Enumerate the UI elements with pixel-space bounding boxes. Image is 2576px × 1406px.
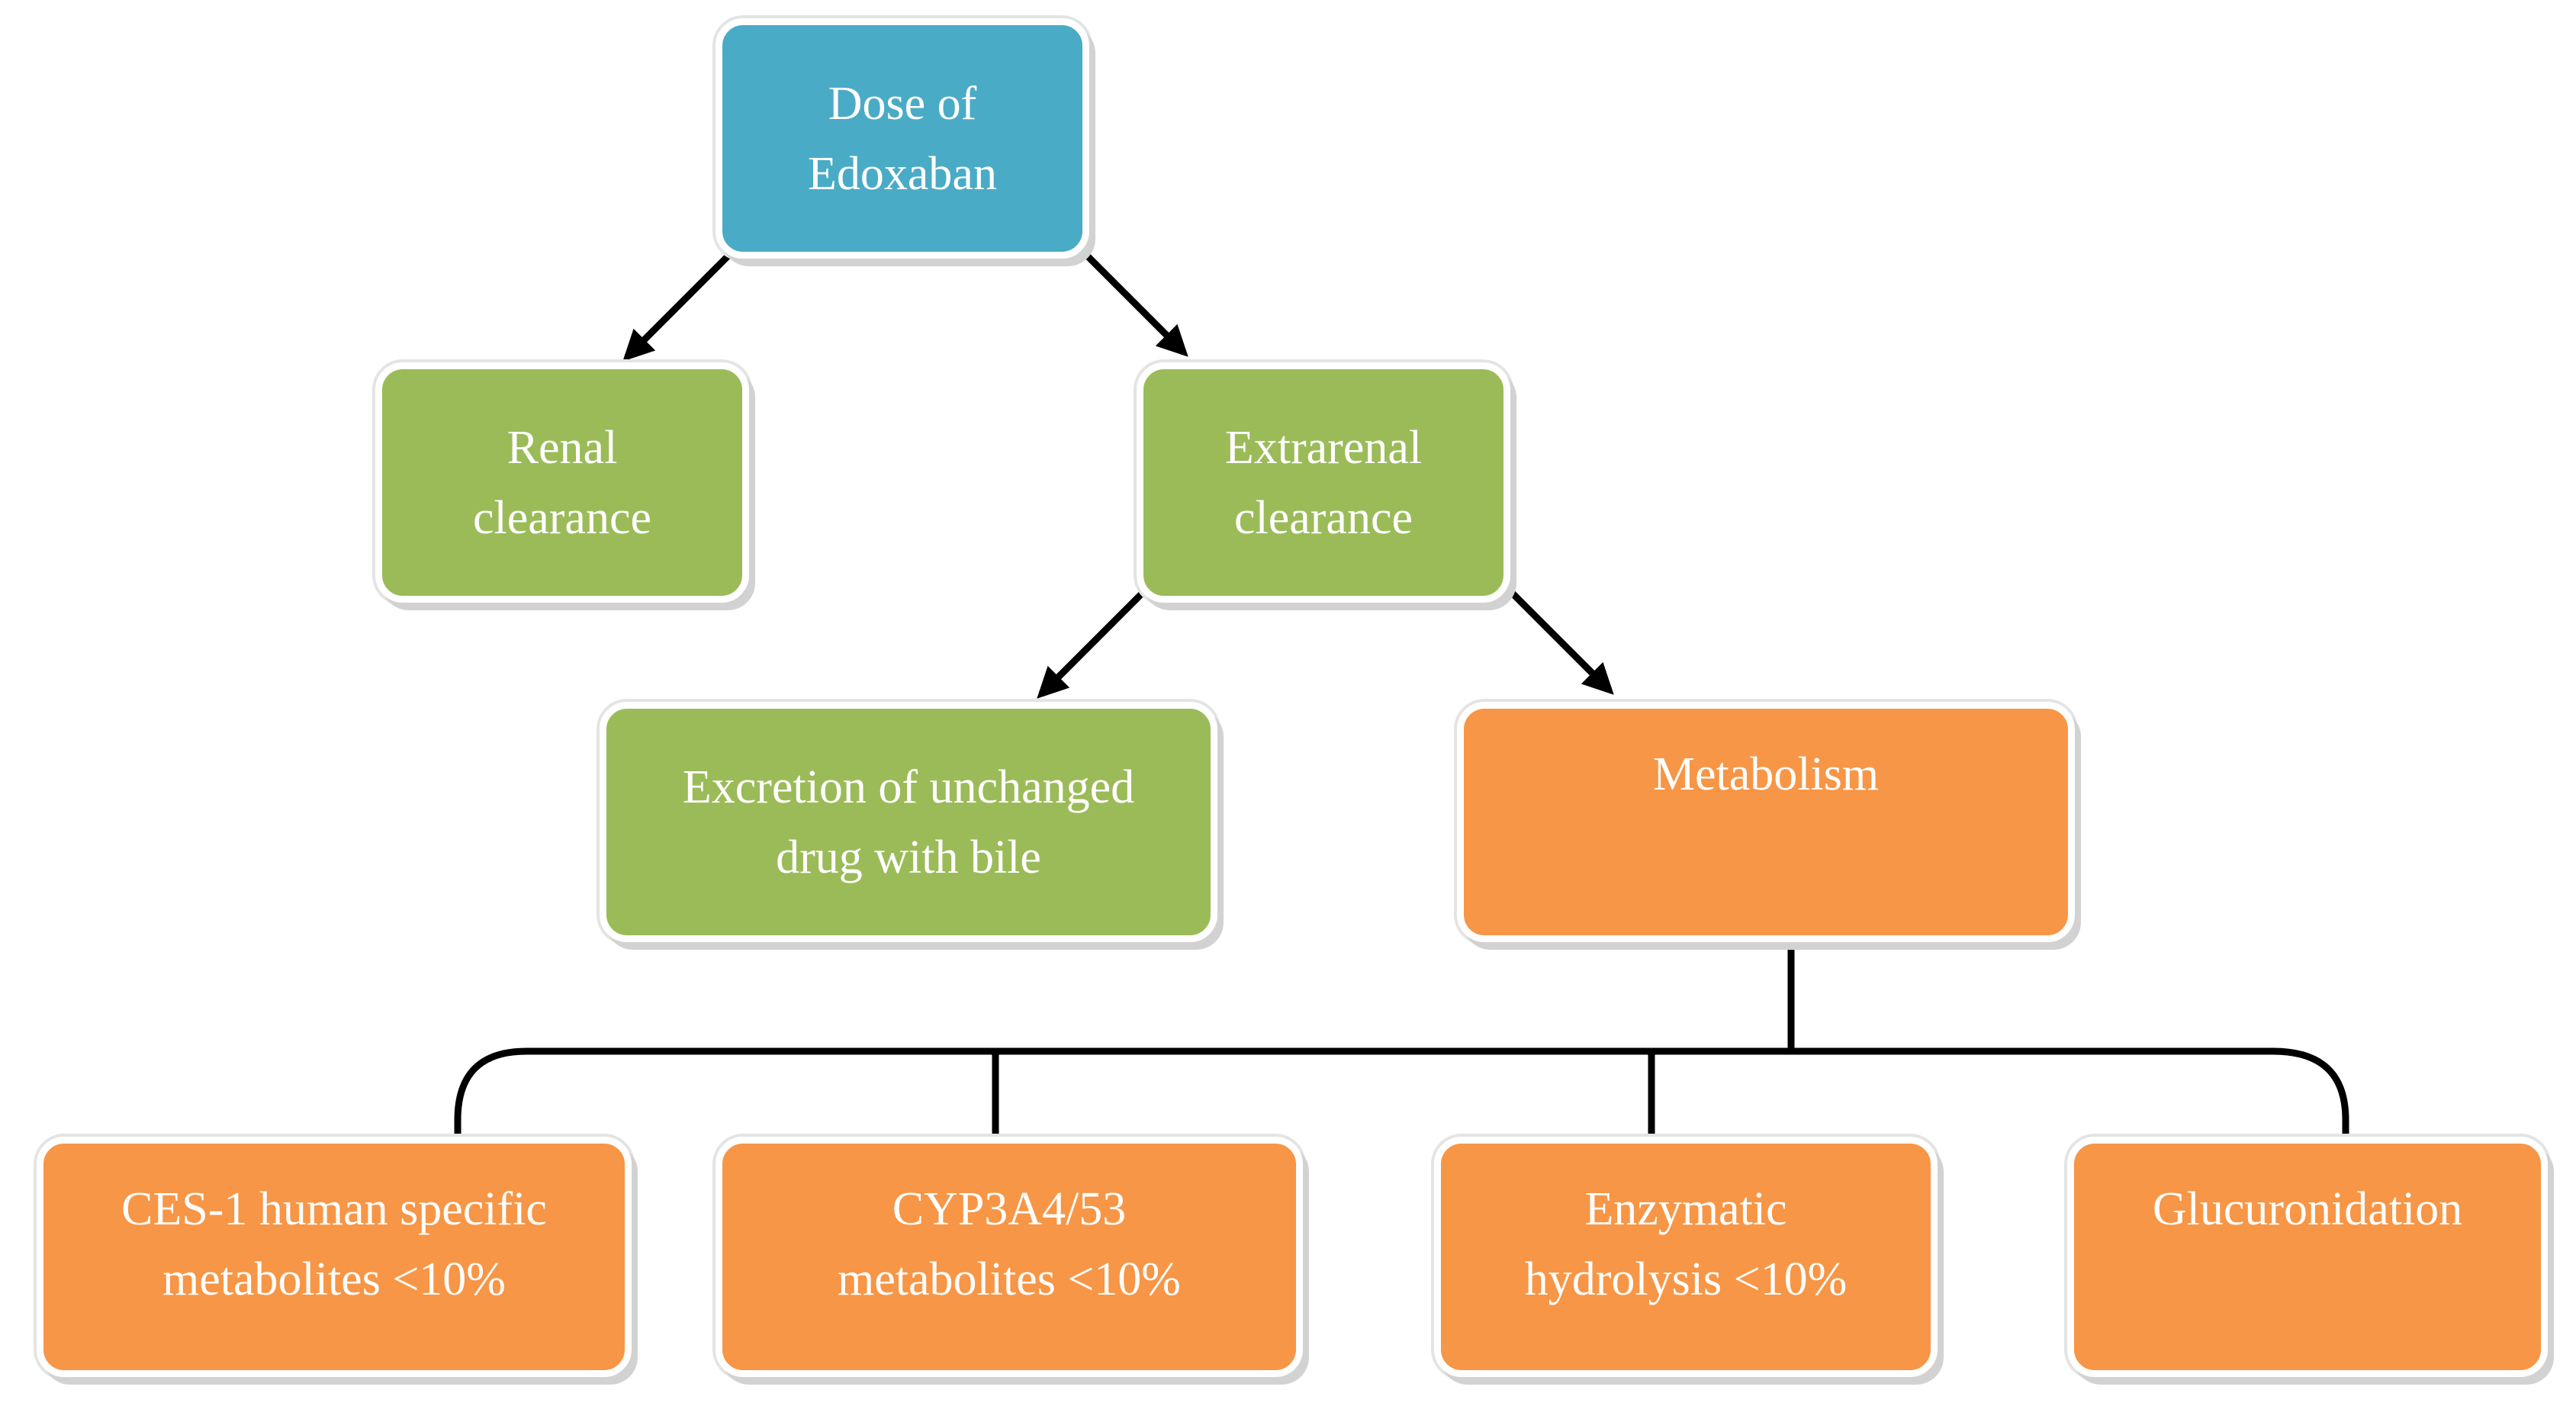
node-enzymatic-hydrolysis: Enzymatic hydrolysis <10% [1434,1137,1938,1377]
node-dose-label: Dose of Edoxaban [808,77,997,200]
node-dose-of-edoxaban: Dose of Edoxaban [716,18,1089,259]
node-extrarenal-label: Extrarenal clearance [1224,421,1423,544]
node-excretion-label: Excretion of unchanged drug with bile [682,761,1135,883]
node-ces1-label: CES-1 human specific metabolites <10% [121,1183,547,1305]
node-cyp-label: CYP3A4/53 metabolites <10% [838,1183,1181,1305]
node-glucuronidation-label: Glucuronidation [2152,1183,2463,1235]
node-enzymatic-label: Enzymatic hydrolysis <10% [1524,1183,1848,1305]
node-renal-clearance: Renal clearance [375,362,749,603]
node-ces1-metabolites: CES-1 human specific metabolites <10% [37,1137,632,1377]
metabolism-branch-connector [454,950,2349,1137]
node-glucuronidation: Glucuronidation [2067,1137,2548,1377]
node-cyp3a4-metabolites: CYP3A4/53 metabolites <10% [716,1137,1303,1377]
node-metabolism: Metabolism [1457,702,2075,942]
node-excretion-unchanged-drug: Excretion of unchanged drug with bile [600,702,1217,942]
arrow-dose-to-renal [622,249,735,362]
arrow-dose-to-extrarenal [1074,243,1188,357]
node-renal-label: Renal clearance [473,421,651,544]
arrow-extrarenal-to-metabolism [1500,581,1614,695]
node-metabolism-label: Metabolism [1652,748,1880,800]
node-extrarenal-clearance: Extrarenal clearance [1137,362,1510,603]
arrow-extrarenal-to-excretion [1037,588,1147,699]
